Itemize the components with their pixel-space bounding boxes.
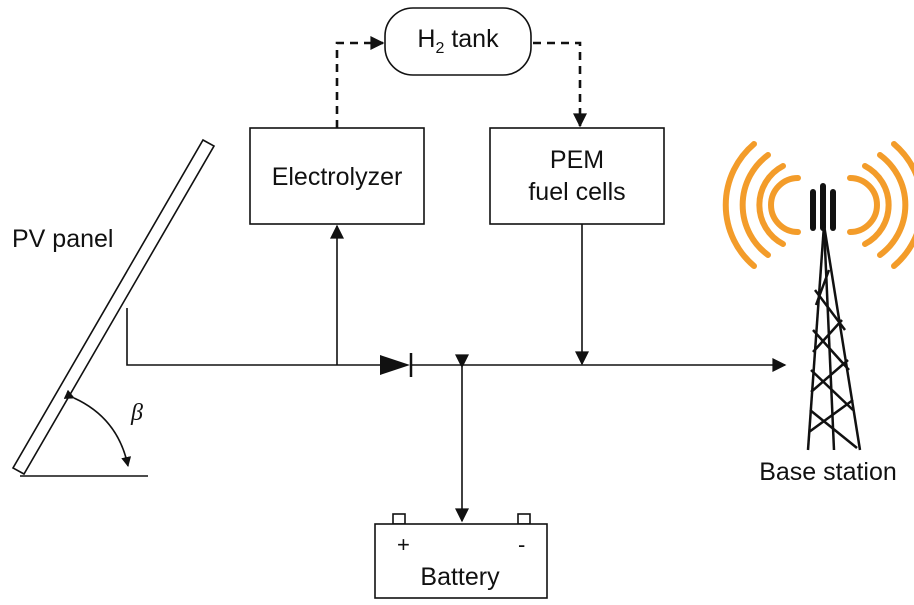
- tank-to-fuel-cell-dashed-arrow: [533, 41, 587, 128]
- base-station-group: Base station: [722, 141, 914, 486]
- fuel-cell-box: [489, 127, 665, 225]
- tilt-angle-arc: [63, 389, 132, 467]
- tilt-angle-beta: β: [130, 400, 143, 426]
- battery-minus-sign: -: [518, 532, 525, 557]
- electrolyzer-group: Electrolyzer: [249, 127, 425, 365]
- electrolyzer-box: [249, 127, 425, 225]
- fuel-cell-label-line2: fuel cells: [528, 178, 625, 206]
- main-bus: [126, 308, 787, 377]
- pv-panel-group: β PV panel: [11, 138, 216, 477]
- battery-group: + - Battery: [374, 354, 548, 599]
- antenna-elements-icon: [810, 183, 836, 231]
- battery-label: Battery: [420, 563, 500, 591]
- battery-box: [374, 523, 548, 599]
- battery-terminal-negative: [517, 513, 531, 525]
- battery-terminal-positive: [392, 513, 406, 525]
- electrolyzer-to-tank-dashed-arrow: [335, 36, 385, 128]
- pv-output-wire: [126, 308, 380, 366]
- base-station-label: Base station: [759, 458, 897, 486]
- battery-plus-sign: +: [397, 532, 410, 557]
- pv-panel-label: PV panel: [12, 225, 113, 253]
- radio-waves-icon: [722, 141, 914, 269]
- electrolyzer-label: Electrolyzer: [272, 163, 403, 191]
- h2-tank-label: H2 tank: [417, 25, 499, 57]
- h2-tank-box: [384, 7, 532, 76]
- fuel-cell-label-line1: PEM: [550, 146, 604, 174]
- diode-icon: [380, 355, 410, 375]
- fuel-cell-group: PEM fuel cells: [489, 127, 665, 366]
- h2-tank-group: H2 tank: [335, 7, 587, 128]
- pv-panel-shape: [11, 138, 216, 476]
- tower-lattice-icon: [806, 224, 862, 451]
